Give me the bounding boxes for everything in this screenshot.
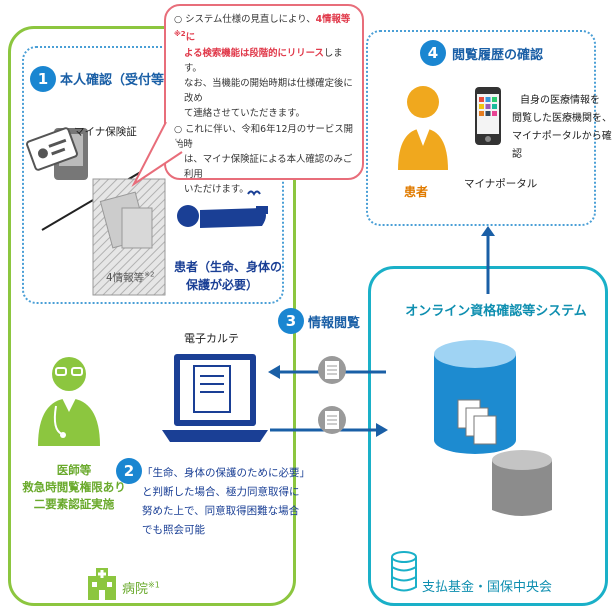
step-1-badge: 1 xyxy=(30,66,56,92)
bubble-tail xyxy=(131,121,183,187)
patient-person-icon xyxy=(398,86,448,170)
card-reader-icon xyxy=(26,127,88,180)
patient-label: 患者 xyxy=(404,185,429,199)
step-1-label: 本人確認（受付等） xyxy=(60,73,178,88)
doctor-icon xyxy=(38,357,100,446)
myna-card-label: マイナ保険証 xyxy=(74,126,137,138)
arrow-up-icon xyxy=(481,226,495,294)
four-info-card-icon xyxy=(92,178,166,296)
step-3-label: 情報閲覧 xyxy=(308,316,361,331)
info-exchange-arrows xyxy=(268,356,388,437)
lying-patient-icon xyxy=(177,190,268,228)
notice-bubble: ○ システム仕様の見直しにより、4情報等※2に よる検索機能は段階的にリリースし… xyxy=(164,4,364,195)
step-4-label: 閲覧履歴の確認 xyxy=(452,48,544,63)
step-3-badge: 3 xyxy=(278,308,304,334)
doctor-label: 医師等 救急時閲覧権限あり 二要素認証実施 xyxy=(22,463,126,511)
critical-patient-label: 患者（生命、身体の 保護が必要） xyxy=(174,260,283,292)
server-stack-icon xyxy=(391,551,417,592)
ekarte-label: 電子カルテ xyxy=(184,332,239,345)
system-label: オンライン資格確認等システム xyxy=(405,304,587,319)
portal-description: 自身の医療情報を 閲覧した医療機関を、 マイナポータルから確認 xyxy=(512,95,612,160)
fund-label: 支払基金・国保中央会 xyxy=(422,580,553,595)
hospital-label: 病院※1 xyxy=(122,580,160,597)
four-info-label: 4情報等※2 xyxy=(106,270,155,285)
step-2-text: 「生命、身体の保護のために必要」 と判断した場合、極力同意取得に 努めた上で、同… xyxy=(142,467,310,536)
database-icon xyxy=(434,340,552,516)
laptop-icon xyxy=(162,354,268,442)
step-4-badge: 4 xyxy=(420,40,446,66)
step-2-badge: 2 xyxy=(116,458,142,484)
portal-label: マイナポータル xyxy=(464,178,538,190)
smartphone-icon xyxy=(475,87,501,145)
hospital-building-icon xyxy=(88,568,116,600)
access-history-area xyxy=(366,30,596,226)
